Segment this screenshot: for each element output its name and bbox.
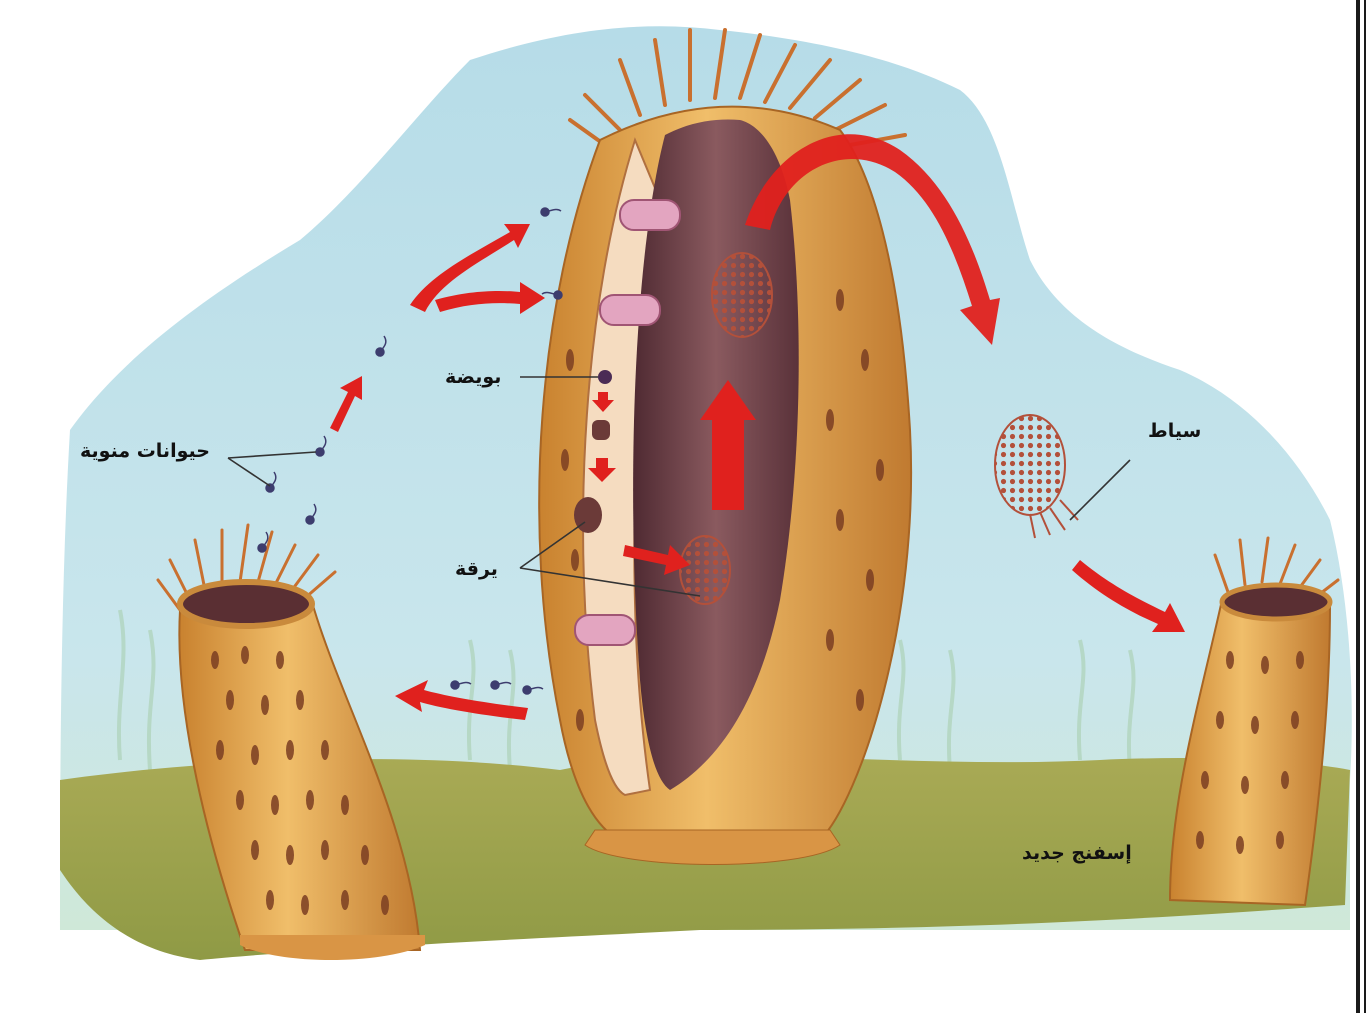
image-frame-border xyxy=(1356,0,1366,1013)
cilia-label: سياط xyxy=(1148,420,1201,442)
new-sponge-label: إسفنج جديد xyxy=(1022,842,1132,864)
larva-exiting xyxy=(712,253,772,337)
sperm-label: حيوانات منوية xyxy=(80,440,210,462)
larva-label: يرقة xyxy=(455,558,498,580)
egg-label: بويضة xyxy=(445,366,501,388)
egg-cell xyxy=(598,370,612,384)
